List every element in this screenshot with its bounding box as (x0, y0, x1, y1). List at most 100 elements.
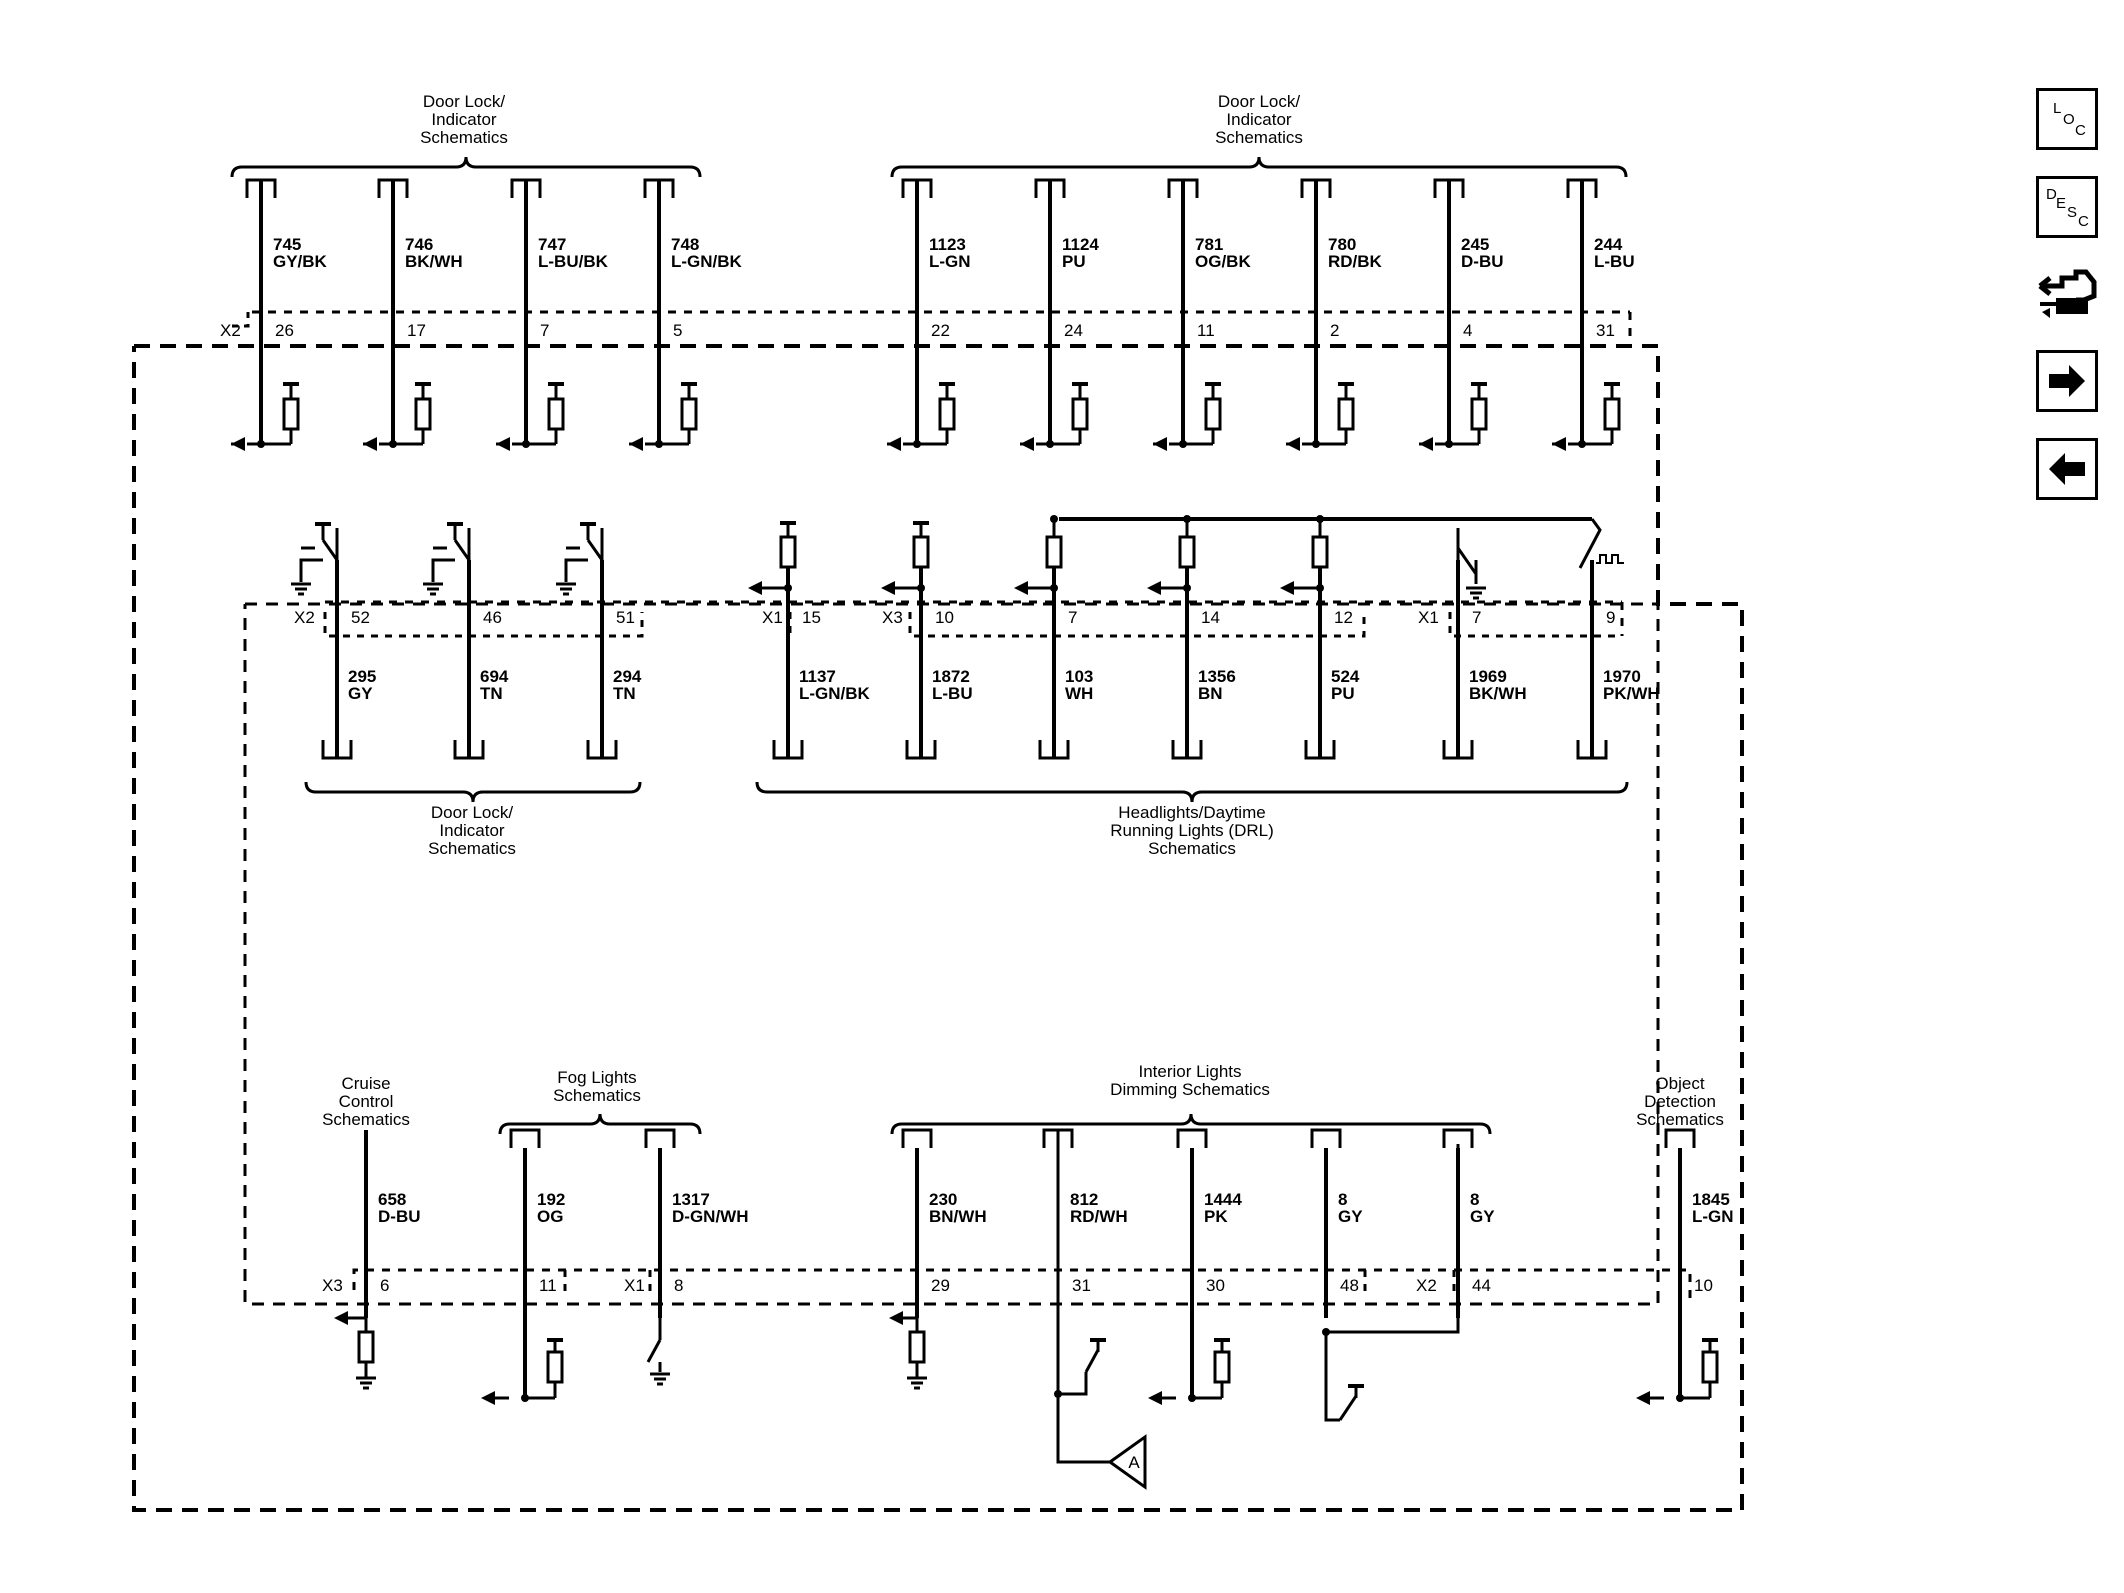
top-wire-pin: 11 (1197, 321, 1215, 340)
bot-wire-circuit: 1317 (672, 1190, 710, 1209)
brace-top-right (890, 156, 1628, 178)
int-gy-arm (1338, 1395, 1358, 1421)
mid-arrow (748, 581, 762, 595)
mid-wire-pin: 15 (802, 608, 821, 627)
top-wire-color: RD/BK (1328, 252, 1383, 271)
mid-wire-circuit: 1137 (799, 667, 836, 686)
mid-resistor (1178, 535, 1196, 569)
bot-wire-circuit: 658 (378, 1190, 406, 1209)
loc-button[interactable]: L O C (2036, 88, 2098, 150)
mid-wire-pin: 7 (1068, 608, 1077, 627)
bot-wire-pin: 6 (380, 1276, 389, 1295)
group-title-object-line: Detection (1644, 1092, 1716, 1111)
bot-out-resistor (1213, 1350, 1231, 1384)
mid-resistor (912, 535, 930, 569)
mid-pin-tray (1576, 740, 1608, 760)
bot-out-resistor (1701, 1350, 1719, 1384)
bot-wire-pin: 30 (1206, 1276, 1225, 1295)
top-wire-color: D-BU (1461, 252, 1504, 271)
mid-wire-circuit: 295 (348, 667, 376, 686)
group-title-mid-right-line: Running Lights (DRL) (1110, 821, 1273, 840)
mid-wire-pin: 9 (1606, 608, 1615, 627)
mid-conn-box-c (908, 612, 1366, 638)
mid-conn-x1a: X1 (762, 608, 783, 627)
mid-junction (1183, 584, 1191, 592)
cruise-resistor (357, 1330, 375, 1364)
bot-wire-pin: 31 (1072, 1276, 1091, 1295)
brace-mid-left (304, 781, 642, 803)
mid-resistor (779, 535, 797, 569)
bcm-boundary (132, 344, 1744, 1512)
loc-letter-3: C (2075, 122, 2086, 139)
mid-wire-pin: 10 (935, 608, 954, 627)
mid-wire-color: L-BU (932, 684, 973, 703)
mid-pwm-switch (1578, 518, 1602, 569)
top-wire-circuit: 747 (538, 235, 566, 254)
group-title-top-left-line: Indicator (431, 110, 497, 129)
top-junction (913, 440, 921, 448)
bot-pin-tray (644, 1128, 676, 1148)
bot-wire-color: D-GN/WH (672, 1207, 748, 1226)
mid-pin-tray (772, 740, 804, 760)
mid-switch-arm (453, 539, 471, 561)
mid-wire-circuit: 294 (613, 667, 642, 686)
mid-wire-pin: 14 (1201, 608, 1220, 627)
mid-wire-color: PK/WH (1603, 684, 1660, 703)
mid-pin-tray (1038, 740, 1070, 760)
mid-wire-color: GY (348, 684, 373, 703)
bcm-inner-boundary (243, 602, 1660, 1306)
connector-tool-button[interactable] (2036, 256, 2098, 332)
mid-conn-x3: X3 (882, 608, 903, 627)
desc-icon: D E S C (2046, 186, 2089, 230)
fog-switch-arm (646, 1339, 662, 1363)
mid-pin-tray (586, 740, 618, 760)
bot-out-junction (1188, 1394, 1196, 1402)
bot-wire-circuit: 230 (929, 1190, 957, 1209)
top-wire-circuit: 1123 (929, 235, 966, 254)
bot-wire-pin: 11 (539, 1276, 557, 1295)
mid-junction (784, 584, 792, 592)
int-812-lead (1058, 1372, 1088, 1396)
next-button[interactable] (2036, 350, 2098, 412)
bot-wire-circuit: 8 (1338, 1190, 1347, 1209)
top-wire-color: L-GN/BK (671, 252, 743, 271)
group-title-top-right-line: Schematics (1215, 128, 1303, 147)
mid-wire-color: TN (613, 684, 636, 703)
bot-wire-circuit: 812 (1070, 1190, 1098, 1209)
brace-mid-right (755, 781, 1629, 803)
top-conn-x2: X2 (220, 321, 241, 340)
top-wire-circuit: 748 (671, 235, 699, 254)
mid-wire-circuit: 1356 (1198, 667, 1236, 686)
prev-button[interactable] (2036, 438, 2098, 500)
top-wire-color: OG/BK (1195, 252, 1251, 271)
group-title-object-line: Object (1655, 1074, 1704, 1093)
mid-pin-tray (1304, 740, 1336, 760)
top-wire-circuit: 780 (1328, 235, 1356, 254)
top-junction (1179, 440, 1187, 448)
mid-junction (917, 584, 925, 592)
arrow-right-icon (2049, 365, 2085, 397)
cruise-arrow (334, 1311, 348, 1325)
bot-wire-color: PK (1204, 1207, 1228, 1226)
off-page-ref: A (1128, 1453, 1140, 1472)
int-812-junction (1054, 1390, 1062, 1398)
mid-wire-circuit: 1872 (932, 667, 970, 686)
top-wire-pin: 7 (540, 321, 549, 340)
top-junction (1046, 440, 1054, 448)
loc-letter-1: L (2053, 100, 2061, 117)
off-page-line (1056, 1394, 1110, 1464)
top-resistor (1603, 397, 1621, 431)
bot-conn-x2: X2 (1416, 1276, 1437, 1295)
top-wire-pin: 2 (1330, 321, 1339, 340)
mid-switch-gnd-lead (299, 558, 323, 582)
mid-conn-x1b: X1 (1418, 608, 1439, 627)
top-junction (655, 440, 663, 448)
mid-switch-arm (586, 539, 604, 561)
connector-tool-icon (2038, 269, 2097, 318)
mid-wire-circuit: 103 (1065, 667, 1093, 686)
desc-button[interactable]: D E S C (2036, 176, 2098, 238)
